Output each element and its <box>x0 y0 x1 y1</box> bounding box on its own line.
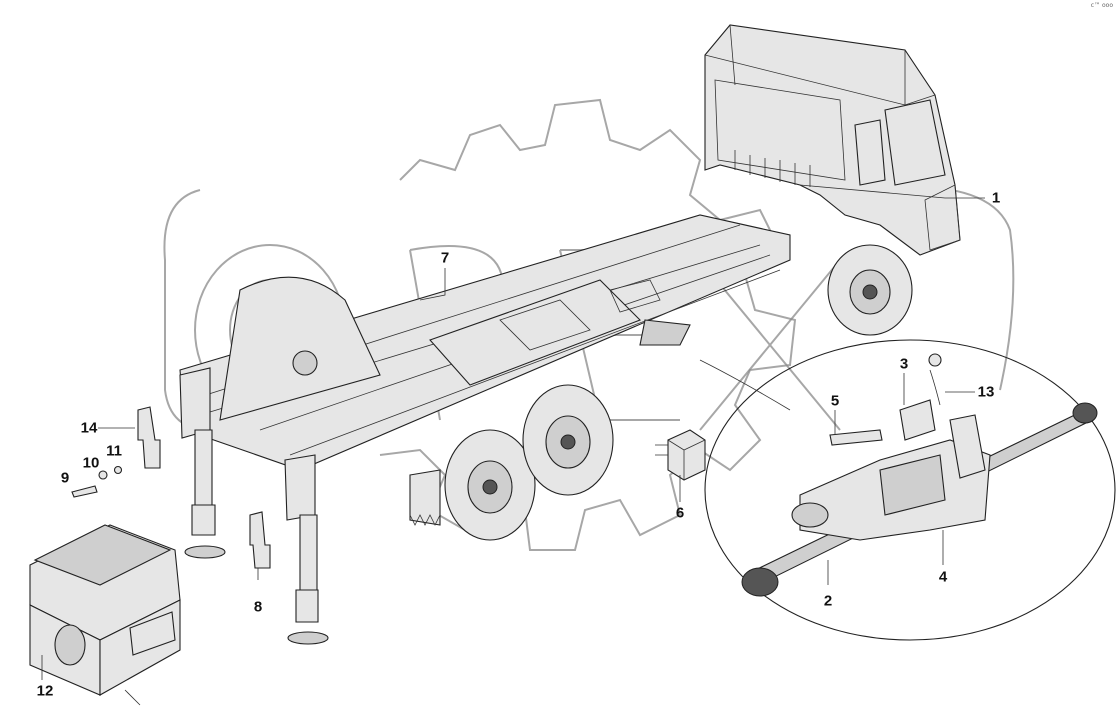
corner-mark: c™ ooo <box>1090 2 1113 9</box>
callout-1: 1 <box>991 189 1001 207</box>
callout-5: 5 <box>830 392 840 410</box>
callout-2: 2 <box>823 592 833 610</box>
callout-8: 8 <box>253 598 263 616</box>
truck-chassis <box>179 214 791 471</box>
callout-9: 9 <box>60 469 70 487</box>
truck-cab <box>704 24 961 256</box>
callout-7: 7 <box>440 249 450 267</box>
callout-13: 13 <box>977 383 995 401</box>
callout-14: 14 <box>80 419 98 437</box>
leader-lines <box>41 184 985 680</box>
bracket-parts <box>137 406 271 569</box>
callout-4: 4 <box>938 568 948 586</box>
callout-11: 11 <box>106 442 122 460</box>
generator-unit <box>29 524 181 706</box>
truck-wheels <box>409 244 913 541</box>
outriggers <box>179 367 329 645</box>
detail-view <box>699 339 1116 641</box>
callout-10: 10 <box>82 454 100 472</box>
callout-6: 6 <box>675 504 685 522</box>
control-box <box>655 429 706 481</box>
callout-3: 3 <box>899 355 909 373</box>
callout-12: 12 <box>36 682 54 700</box>
